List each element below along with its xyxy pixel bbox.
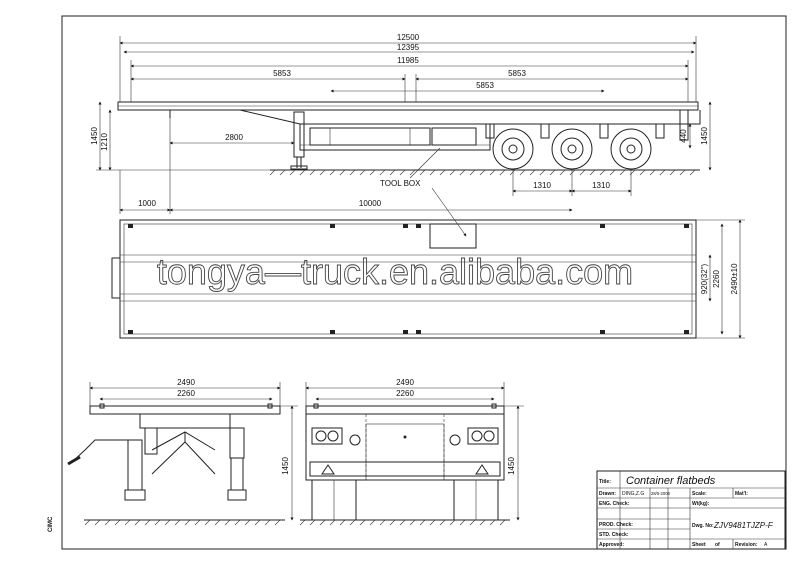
- dim-right-height: 1450: [700, 127, 709, 145]
- dim-inner-length: 11985: [397, 56, 419, 65]
- tb-prod-label: PROD. Check:: [599, 522, 633, 528]
- front-view: 2490 2260 1450: [67, 378, 298, 526]
- tb-drawn-label: Drawn:: [599, 491, 616, 497]
- dim-top-width-outer: 2490±10: [730, 263, 739, 295]
- top-kingpin-plate: [111, 257, 120, 299]
- dim-axle-spacing-2: 1310: [592, 181, 610, 190]
- rear-width-inner: 2260: [396, 389, 414, 398]
- dim-top-beam-spacing: 920(32"): [700, 263, 709, 294]
- tb-eng-label: ENG. Check:: [599, 501, 630, 507]
- tb-revision-label: Revision:: [735, 542, 758, 548]
- dim-rear-half: 5853: [508, 69, 526, 78]
- rear-light-left: [311, 427, 343, 445]
- tb-of-label: of: [715, 542, 720, 548]
- dim-front-overhang: 1000: [138, 199, 156, 208]
- cimc-mark: CIMC: [48, 516, 54, 532]
- tb-mat-label: Mat'l:: [735, 491, 748, 497]
- tb-date-value: 28/5-2008: [651, 491, 671, 496]
- front-deck: [89, 405, 281, 415]
- rear-bumper: [679, 109, 689, 141]
- dim-front-half: 5853: [273, 69, 291, 78]
- dim-left-height: 1450: [90, 127, 99, 145]
- tb-title-value: Container flatbeds: [626, 475, 716, 487]
- side-toolbox: [431, 127, 477, 146]
- crank-handle: [71, 439, 128, 463]
- dim-left-coupling-height: 1210: [100, 133, 109, 151]
- side-toolbox-frame: [309, 127, 431, 146]
- dim-top-width-inner: 2260: [712, 270, 721, 288]
- tb-drawn-value: DING,Z.G: [622, 491, 644, 497]
- tb-sheet-label: Sheet: [692, 542, 706, 548]
- front-leg-right: [230, 457, 244, 491]
- front-width-outer: 2490: [177, 378, 195, 387]
- wheel-3: [610, 128, 652, 170]
- rear-view: 2490 2260 1450: [299, 378, 524, 526]
- tb-dwg-value: ZJV9481TJZP-F: [713, 521, 774, 530]
- main-beam: [118, 109, 701, 125]
- side-landing-gear: [293, 111, 305, 158]
- rear-light-right: [467, 427, 499, 445]
- side-view: 12500 12395 11985 5853 5853 5853: [90, 33, 712, 237]
- dim-right-bumper: 440: [679, 129, 688, 143]
- dim-kingpin: 2800: [225, 133, 243, 142]
- top-view: tongya—truck.en.alibaba.com 2490±10 2260…: [111, 219, 745, 339]
- toolbox-label: TOOL BOX: [380, 179, 421, 188]
- tb-std-label: STD. Check:: [599, 532, 629, 538]
- dim-deck-length: 12395: [397, 43, 420, 52]
- wheel-1: [492, 128, 534, 170]
- dim-wheelbase: 10000: [359, 199, 382, 208]
- front-leg-left: [127, 439, 143, 491]
- tb-title-label: Title:: [599, 479, 611, 485]
- tb-scale-label: Scale:: [692, 491, 707, 497]
- wheel-2: [551, 128, 593, 170]
- sheet-border: [61, 15, 787, 550]
- tb-wt-label: Wt(kg):: [692, 501, 710, 507]
- top-toolbox: [429, 223, 477, 249]
- rear-width-outer: 2490: [396, 378, 414, 387]
- tb-approved-label: Approved:: [599, 542, 624, 548]
- front-width-inner: 2260: [177, 389, 195, 398]
- front-bracing: [151, 431, 216, 475]
- dim-overall-length: 12500: [397, 33, 420, 42]
- rear-deck: [305, 405, 505, 415]
- tb-revision-value: A: [764, 542, 768, 548]
- twist-locks: [128, 224, 689, 334]
- title-block: Title: Container flatbeds Drawn: DING,Z.…: [596, 470, 786, 550]
- dim-mid-half: 5853: [476, 81, 494, 90]
- tb-dwg-label: Dwg. No:: [692, 523, 714, 529]
- watermark: tongya—truck.en.alibaba.com: [157, 251, 633, 292]
- rear-height: 1450: [507, 457, 516, 475]
- rear-bumper-bar: [309, 461, 501, 477]
- front-height: 1450: [281, 457, 290, 475]
- top-deck-outline: [119, 219, 697, 339]
- dim-axle-spacing-1: 1310: [533, 181, 551, 190]
